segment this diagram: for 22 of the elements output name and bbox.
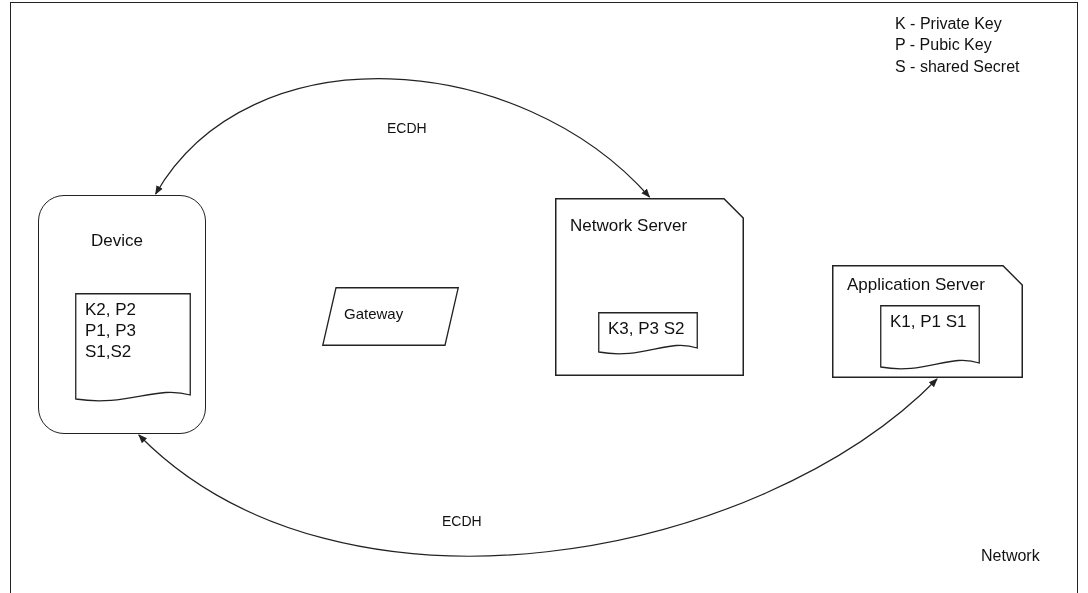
server-card [555,198,744,376]
gateway-parallelogram [322,287,459,346]
document-shape [880,305,980,371]
node-title: Application Server [847,275,985,295]
key-note: S - shared Secret [895,58,1020,76]
curved-arrow [155,78,651,198]
document-shape [598,312,698,356]
server-card [832,265,1023,378]
document-shape [75,293,191,403]
curved-arrow [138,378,938,557]
edge-label: ECDH [440,513,484,529]
node-title: Device [91,231,143,251]
network-label: Network [981,547,1040,565]
key-note: P - Pubic Key [895,36,992,54]
key-list: K1, P1 S1 [890,311,980,332]
key-list: K2, P2 P1, P3 S1,S2 [85,299,155,362]
node-label: Gateway [344,305,404,322]
key-note: K - Private Key [895,15,1002,33]
device-box [38,195,206,434]
key-list: K3, P3 S2 [608,318,698,339]
edge-label: ECDH [385,120,429,136]
node-title: Network Server [570,216,688,236]
